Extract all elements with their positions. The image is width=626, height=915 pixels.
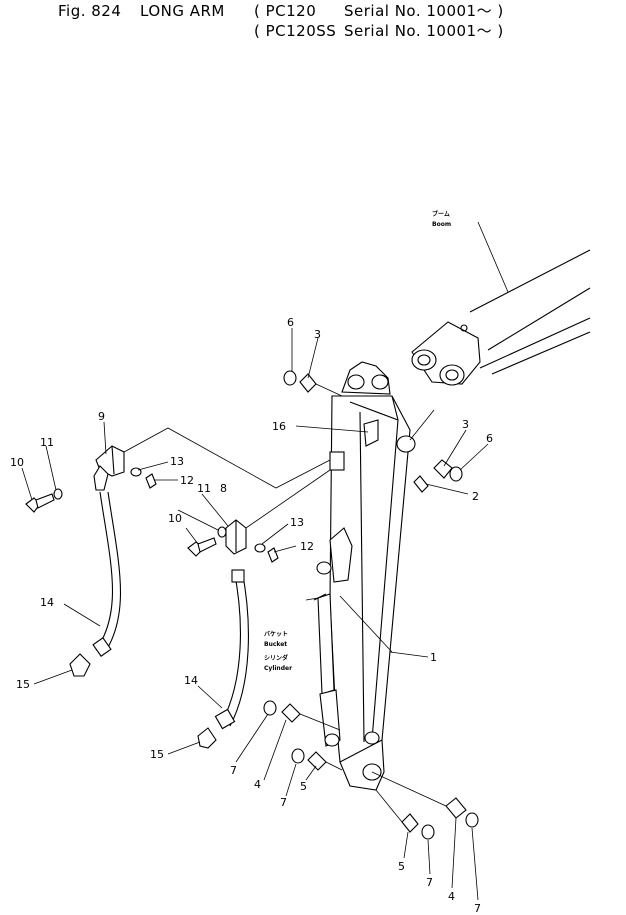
leader-lines <box>21 221 509 901</box>
callout-11: 11 <box>197 482 211 495</box>
bucket-cylinder-drawing <box>305 561 341 747</box>
callout-9: 9 <box>98 410 105 423</box>
callout-14: 14 <box>184 674 198 687</box>
figure-number: Fig. 824 <box>58 2 122 20</box>
callout-13: 13 <box>290 516 304 529</box>
right-hose-assembly <box>187 519 279 749</box>
figure-title: LONG ARM <box>140 2 225 20</box>
boom-drawing <box>411 249 591 386</box>
callout-15: 15 <box>16 678 30 691</box>
arm-drawing <box>329 361 416 791</box>
callout-3: 3 <box>462 418 469 431</box>
callout-10: 10 <box>10 456 24 469</box>
bucket-label-en: Bucket <box>264 641 287 648</box>
callout-13: 13 <box>170 455 184 468</box>
callout-4: 4 <box>254 778 261 791</box>
callout-6: 6 <box>486 432 493 445</box>
callout-7: 7 <box>474 902 481 915</box>
boom-label-en: Boom <box>432 221 451 228</box>
callout-12: 12 <box>180 474 194 487</box>
callout-15: 15 <box>150 748 164 761</box>
bucket-label-jp: バケット <box>264 630 288 638</box>
callout-3: 3 <box>314 328 321 341</box>
serial-line-1: Serial No. 10001～ ) <box>344 2 504 20</box>
serial-line-2: Serial No. 10001～ ) <box>344 22 504 40</box>
callout-2: 2 <box>472 490 479 503</box>
left-hose-assembly <box>25 445 157 677</box>
callout-8: 8 <box>220 482 227 495</box>
callout-7: 7 <box>280 796 287 809</box>
guide-lines <box>123 383 447 823</box>
callout-6: 6 <box>287 316 294 329</box>
callout-11: 11 <box>40 436 54 449</box>
callout-7: 7 <box>426 876 433 889</box>
callout-12: 12 <box>300 540 314 553</box>
callout-4: 4 <box>448 890 455 903</box>
callout-16: 16 <box>272 420 286 433</box>
model-line-2: ( PC120SS <box>254 22 337 40</box>
cylinder-label-jp: シリンダ <box>264 654 288 662</box>
callout-5: 5 <box>398 860 405 873</box>
boom-label-jp: ブーム <box>432 210 450 218</box>
model-line-1: ( PC120 <box>254 2 317 20</box>
cylinder-label-en: Cylinder <box>264 665 292 672</box>
callout-7: 7 <box>230 764 237 777</box>
callout-1: 1 <box>430 651 437 664</box>
callout-14: 14 <box>40 596 54 609</box>
callout-10: 10 <box>168 512 182 525</box>
callout-5: 5 <box>300 780 307 793</box>
